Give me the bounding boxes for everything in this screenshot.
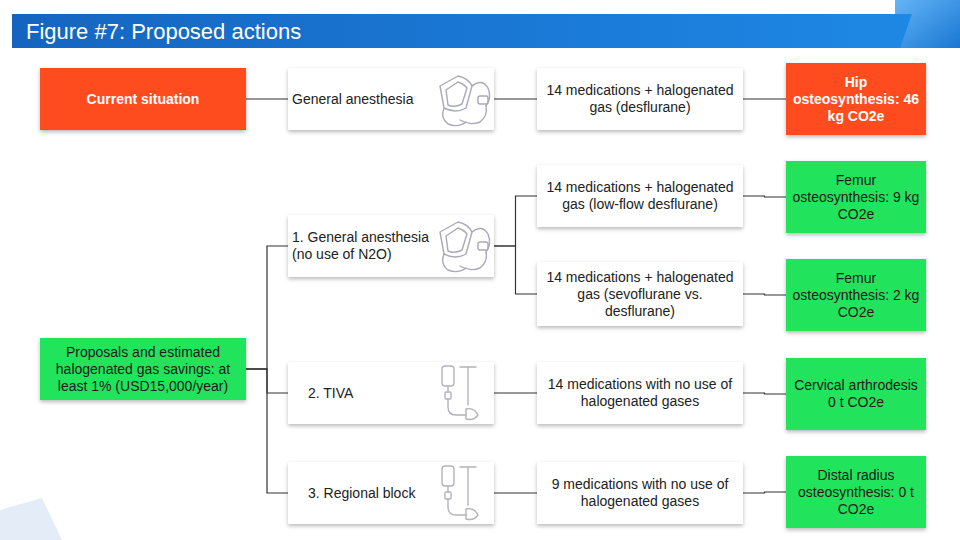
connector-line <box>494 492 537 493</box>
box-text: Distal radius osteosynthesis: 0 t CO2e <box>792 467 920 518</box>
corner-decoration <box>895 0 960 48</box>
mask-icon <box>440 222 490 272</box>
connector-line <box>743 492 786 493</box>
emission-box: Distal radius osteosynthesis: 0 t CO2e <box>786 456 926 528</box>
figure-title: Figure #7: Proposed actions <box>26 16 301 48</box>
method-box: 1. General anesthesia (no use of N2O) <box>288 215 494 277</box>
method-box: General anesthesia <box>288 68 494 130</box>
box-text: Cervical arthrodesis 0 t CO2e <box>792 377 920 411</box>
box-text: 3. Regional block <box>308 485 430 502</box>
connector-line <box>743 393 786 394</box>
medication-box: 14 medications + halogenated gas (desflu… <box>537 68 743 130</box>
box-text: Femur osteosynthesis: 2 kg CO2e <box>792 270 920 321</box>
emission-box: Cervical arthrodesis 0 t CO2e <box>786 358 926 430</box>
connector-line <box>743 294 786 295</box>
box-text: General anesthesia <box>292 91 430 108</box>
corner-decoration <box>0 498 62 540</box>
proposal-box: Proposals and estimated halogenated gas … <box>40 338 246 400</box>
mask-icon <box>440 76 490 126</box>
box-text: 2. TIVA <box>308 385 430 402</box>
iv-drip-icon <box>442 466 478 520</box>
box-text: 14 medications with no use of halogenate… <box>545 376 735 410</box>
box-text: 14 medications + halogenated gas (desflu… <box>545 82 735 116</box>
box-text: 9 medications with no use of halogenated… <box>545 476 735 510</box>
connector-line <box>743 196 786 197</box>
medication-box: 14 medications + halogenated gas (sevofl… <box>537 262 743 326</box>
box-text: Proposals and estimated halogenated gas … <box>46 344 240 395</box>
iv-drip-icon <box>442 366 478 420</box>
connector-line <box>246 246 288 369</box>
medication-box: 9 medications with no use of halogenated… <box>537 462 743 524</box>
connector-line <box>246 369 288 493</box>
box-text: Hip osteosynthesis: 46 kg CO2e <box>792 74 920 125</box>
method-box: 2. TIVA <box>288 362 494 424</box>
emission-box: Femur osteosynthesis: 9 kg CO2e <box>786 161 926 233</box>
title-bar <box>12 14 912 48</box>
connector-line <box>494 392 537 393</box>
medication-box: 14 medications with no use of halogenate… <box>537 362 743 424</box>
medication-box: 14 medications + halogenated gas (low-fl… <box>537 165 743 227</box>
box-text: Femur osteosynthesis: 9 kg CO2e <box>792 172 920 223</box>
current-situation-box: Current situation <box>40 68 246 130</box>
connector-line <box>246 98 288 99</box>
connector-line <box>494 196 537 246</box>
box-text: 1. General anesthesia (no use of N2O) <box>292 229 430 263</box>
method-box: 3. Regional block <box>288 462 494 524</box>
box-text: 14 medications + halogenated gas (sevofl… <box>545 269 735 320</box>
connector-line <box>494 98 537 99</box>
connector-line <box>494 246 537 294</box>
emission-box: Femur osteosynthesis: 2 kg CO2e <box>786 259 926 331</box>
connector-line <box>743 98 786 99</box>
box-text: Current situation <box>48 91 238 108</box>
emission-box: Hip osteosynthesis: 46 kg CO2e <box>786 63 926 135</box>
box-text: 14 medications + halogenated gas (low-fl… <box>545 179 735 213</box>
